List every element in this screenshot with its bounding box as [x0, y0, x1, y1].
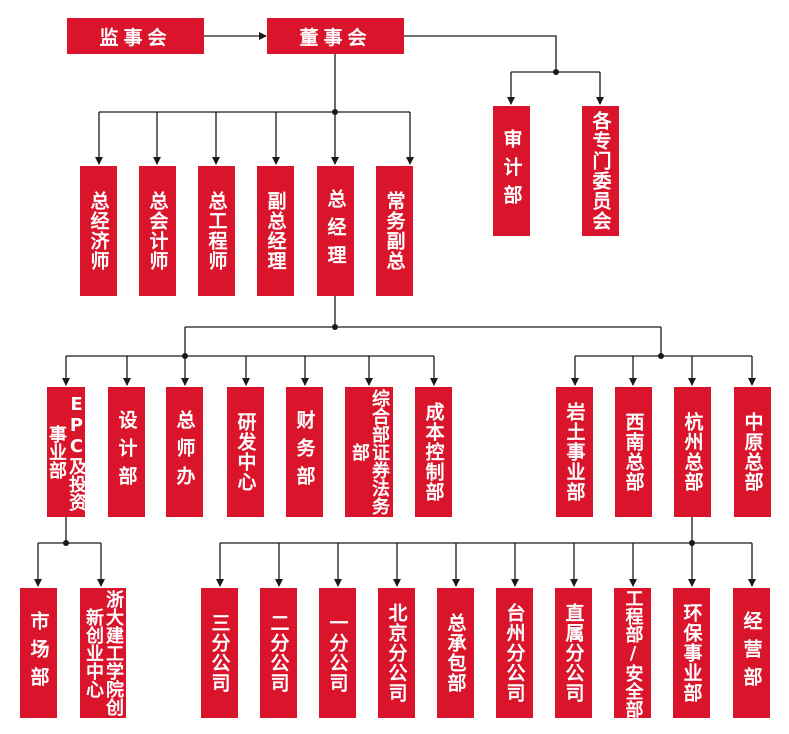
- node-engineering-safety: 工程部/安全部: [614, 588, 651, 718]
- node-environmental-division: 环保事业部: [673, 588, 710, 718]
- node-central-plains-headquarters: 中原总部: [734, 387, 771, 517]
- node-chief-economist: 总经济师: [80, 166, 117, 296]
- node-deputy-general-manager: 副总经理: [257, 166, 294, 296]
- node-chief-accountant: 总会计师: [139, 166, 176, 296]
- node-hangzhou-headquarters: 杭州总部: [674, 387, 711, 517]
- node-cost-control-department: 成本控制部: [415, 387, 452, 517]
- node-branch-three: 三分公司: [201, 588, 238, 718]
- node-general-securities-legal: 综合部证券法务部: [345, 387, 393, 517]
- junction-dots: [63, 69, 695, 546]
- node-branch-two: 二分公司: [260, 588, 297, 718]
- node-special-committees: 各专门委员会: [582, 106, 619, 236]
- node-rd-center: 研发中心: [227, 387, 264, 517]
- node-audit-department: 审计部: [493, 106, 530, 236]
- node-direct-branch: 直属分公司: [555, 588, 592, 718]
- node-executive-deputy: 常务副总: [376, 166, 413, 296]
- node-chief-engineer-office: 总师办: [166, 387, 203, 517]
- node-general-contracting: 总承包部: [437, 588, 474, 718]
- node-general-manager: 总经理: [317, 166, 354, 296]
- node-design-department: 设计部: [108, 387, 145, 517]
- node-board-of-directors: 董事会: [267, 18, 404, 54]
- node-chief-engineer: 总工程师: [198, 166, 235, 296]
- node-finance-department: 财务部: [286, 387, 323, 517]
- node-supervisory-board: 监事会: [67, 18, 204, 54]
- node-branch-one: 一分公司: [319, 588, 356, 718]
- node-southwest-headquarters: 西南总部: [615, 387, 652, 517]
- node-innovation-center: 浙大建工学院创新创业中心: [80, 588, 126, 718]
- node-beijing-branch: 北京分公司: [378, 588, 415, 718]
- node-geotechnical-division: 岩土事业部: [556, 387, 593, 517]
- node-taizhou-branch: 台州分公司: [496, 588, 533, 718]
- node-operations-department: 经营部: [733, 588, 770, 718]
- node-market-department: 市场部: [20, 588, 57, 718]
- node-epc-investment-division: EPC及投资事业部: [46, 387, 87, 517]
